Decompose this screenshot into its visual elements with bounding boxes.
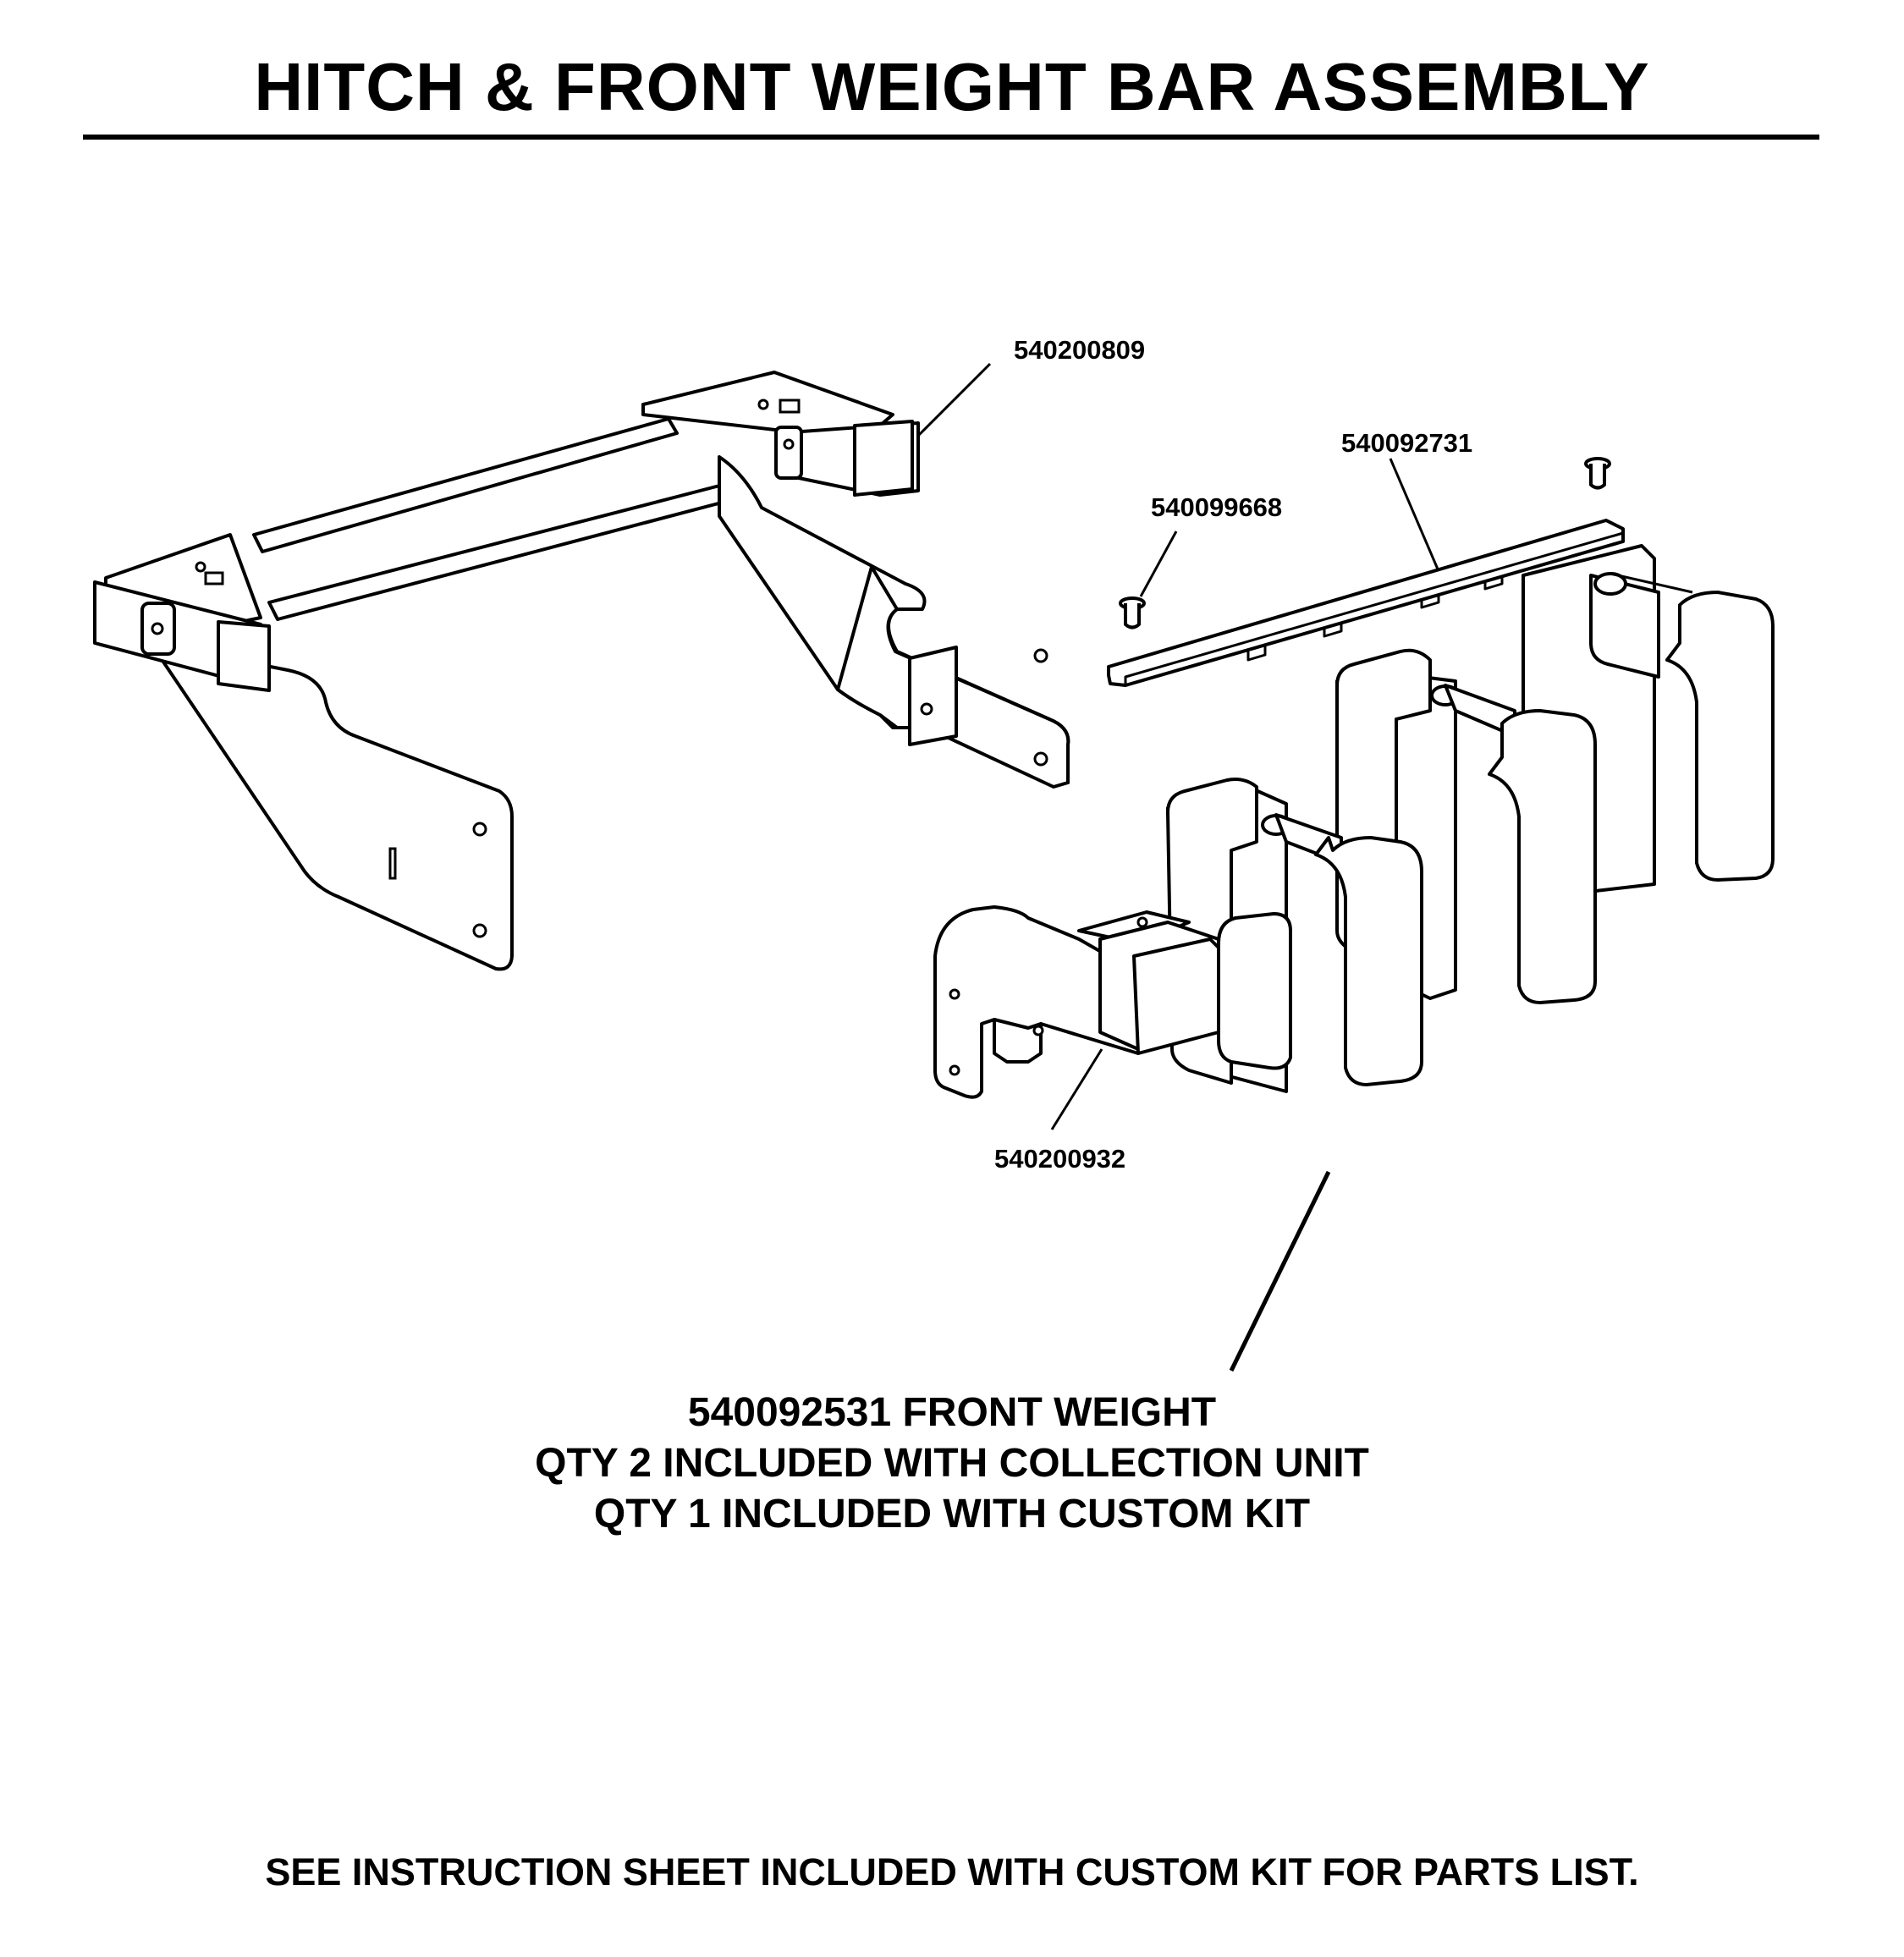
- title-divider: [83, 135, 1819, 140]
- front-bracket: [933, 905, 1220, 1099]
- leader-pin: [1139, 530, 1178, 597]
- hitch-left-side-plate: [149, 641, 514, 971]
- pin-left: [1119, 596, 1146, 629]
- callout-pin: 540099668: [1151, 492, 1282, 522]
- leader-front-bracket: [1050, 1048, 1103, 1130]
- front-bracket-block: [1132, 937, 1220, 1055]
- callout-front-bracket: 540200932: [994, 1144, 1125, 1174]
- front-weight-qty-custom-kit: QTY 1 INCLUDED WITH CUSTOM KIT: [593, 1492, 1311, 1536]
- callout-weight-bar: 540092731: [1341, 428, 1472, 458]
- hitch-crossbar-lower: [267, 482, 736, 621]
- front-weight-qty-collection: QTY 2 INCLUDED WITH COLLECTION UNIT: [535, 1441, 1369, 1486]
- hitch-frame-assembly: [93, 371, 1070, 971]
- instruction-footer: SEE INSTRUCTION SHEET INCLUDED WITH CUST…: [265, 1850, 1639, 1894]
- page-title: HITCH & FRONT WEIGHT BAR ASSEMBLY: [254, 49, 1650, 124]
- leader-front-weight: [1229, 1170, 1331, 1372]
- pin-right: [1584, 457, 1611, 490]
- callout-hitch-bracket: 540200809: [1014, 335, 1145, 365]
- leader-hitch-bracket: [916, 362, 992, 437]
- leader-weight-bar: [1389, 458, 1440, 572]
- weight-bar-assembly: [1107, 457, 1625, 687]
- front-weight-part-label: 540092531 FRONT WEIGHT: [687, 1390, 1217, 1435]
